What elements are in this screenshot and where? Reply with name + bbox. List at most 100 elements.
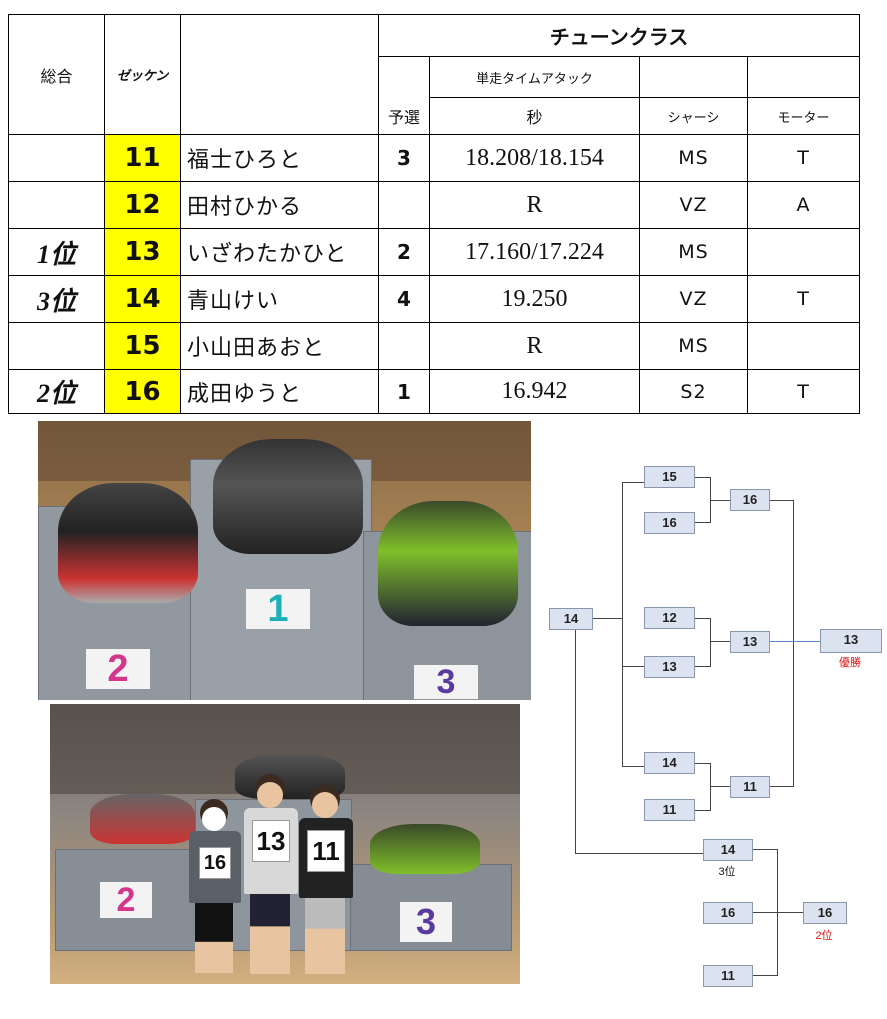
bib-tag: 13 <box>252 820 290 862</box>
podium-block-second <box>55 849 207 951</box>
chassis-cell: S2 <box>639 369 748 414</box>
header-qualifying: 予選 <box>378 56 430 135</box>
bracket-line <box>710 763 711 811</box>
bracket-line <box>693 522 711 523</box>
rank-cell: 2位 <box>8 369 105 414</box>
bracket-line <box>693 618 711 619</box>
name-cell: 福士ひろと <box>180 134 379 182</box>
bracket-slot: 14 <box>644 752 695 774</box>
header-chassis: シャーシ <box>639 97 748 135</box>
bracket-line <box>622 666 644 667</box>
podium-photo: 2 1 3 <box>38 421 531 700</box>
bracket-line <box>575 853 703 854</box>
bib-cell: 12 <box>104 181 181 229</box>
kid-right: 11 <box>295 784 355 979</box>
bracket-line <box>622 766 644 767</box>
podium-card-first: 1 <box>246 589 310 629</box>
kid-left: 16 <box>185 799 245 979</box>
bracket-line <box>751 912 803 913</box>
motor-cell: A <box>746 181 861 229</box>
bracket-line <box>693 477 711 478</box>
bracket-slot: 15 <box>644 466 695 488</box>
bracket-line <box>751 975 778 976</box>
bracket-line <box>768 786 794 787</box>
qualifying-cell <box>378 322 430 370</box>
results-table: 総合 ゼッケン チューンクラス 予選 単走タイムアタック 秒 シャーシ モーター… <box>8 14 861 414</box>
rank-cell <box>8 134 105 182</box>
bib-cell: 11 <box>104 134 181 182</box>
motor-cell: T <box>746 275 861 323</box>
bracket-line <box>622 482 644 483</box>
table-row: 12 田村ひかる R VZ A <box>8 181 861 229</box>
bracket-line <box>710 641 730 642</box>
motor-cell: T <box>746 369 861 414</box>
bracket-slot: 11 <box>644 799 695 821</box>
bracket-line <box>693 810 711 811</box>
name-cell: 田村ひかる <box>180 181 379 229</box>
qualifying-cell <box>378 181 430 229</box>
bracket-semi: 13 <box>730 631 770 653</box>
motor-cell: T <box>746 134 861 182</box>
bib-tag: 16 <box>199 847 231 879</box>
bracket-slot: 16 <box>644 512 695 534</box>
header-bib: ゼッケン <box>104 14 181 135</box>
bracket-line <box>710 618 711 667</box>
time-cell: 17.160/17.224 <box>429 228 640 276</box>
bib-cell: 13 <box>104 228 181 276</box>
rank-cell <box>8 322 105 370</box>
bracket-entrant: 14 <box>549 608 593 630</box>
header-empty-2 <box>746 56 861 98</box>
car-green <box>370 824 480 874</box>
bib-cell: 14 <box>104 275 181 323</box>
qualifying-cell: 4 <box>378 275 430 323</box>
bracket-line <box>768 641 820 642</box>
bracket-semi: 16 <box>730 489 770 511</box>
rank-cell: 3位 <box>8 275 105 323</box>
bracket-line <box>693 666 711 667</box>
bracket-slot: 13 <box>644 656 695 678</box>
bracket-second-place: 16 <box>803 902 847 924</box>
header-overall: 総合 <box>8 14 105 135</box>
header-empty-1 <box>639 56 748 98</box>
chassis-cell: VZ <box>639 181 748 229</box>
table-row: 3位 14 青山けい 4 19.250 VZ T <box>8 275 861 323</box>
podium-card-second: 2 <box>86 649 150 689</box>
bracket-line <box>575 629 576 854</box>
qualifying-cell: 2 <box>378 228 430 276</box>
time-cell: R <box>429 322 640 370</box>
header-seconds: 秒 <box>429 97 640 135</box>
time-cell: R <box>429 181 640 229</box>
third-place-label: 3位 <box>718 866 736 878</box>
motor-cell <box>746 322 861 370</box>
name-cell: 青山けい <box>180 275 379 323</box>
bib-tag: 11 <box>307 830 345 872</box>
bracket-line <box>710 786 730 787</box>
bracket-line <box>768 500 794 501</box>
table-row: 2位 16 成田ゆうと 1 16.942 S2 T <box>8 369 861 414</box>
time-cell: 19.250 <box>429 275 640 323</box>
qualifying-cell: 3 <box>378 134 430 182</box>
bracket-slot: 12 <box>644 607 695 629</box>
table-row: 1位 13 いざわたかひと 2 17.160/17.224 MS <box>8 228 861 276</box>
kids-photo: 2 3 16 13 11 <box>50 704 520 984</box>
bracket-line <box>693 763 711 764</box>
class-title: チューンクラス <box>377 14 861 57</box>
chassis-cell: MS <box>639 134 748 182</box>
bracket-final: 13 <box>820 629 882 653</box>
rank-cell <box>8 181 105 229</box>
rank-cell: 1位 <box>8 228 105 276</box>
name-cell: 成田ゆうと <box>180 369 379 414</box>
bracket-third-a: 16 <box>703 902 753 924</box>
chassis-cell: MS <box>639 322 748 370</box>
time-cell: 16.942 <box>429 369 640 414</box>
kid-middle: 13 <box>240 774 300 979</box>
bib-cell: 15 <box>104 322 181 370</box>
bracket-line <box>591 618 623 619</box>
photo-card-third: 3 <box>400 902 452 942</box>
bracket-line <box>710 500 730 501</box>
header-name <box>180 14 379 135</box>
chassis-cell: MS <box>639 228 748 276</box>
photo-card-second: 2 <box>100 882 152 918</box>
name-cell: いざわたかひと <box>180 228 379 276</box>
header-motor: モーター <box>746 97 861 135</box>
